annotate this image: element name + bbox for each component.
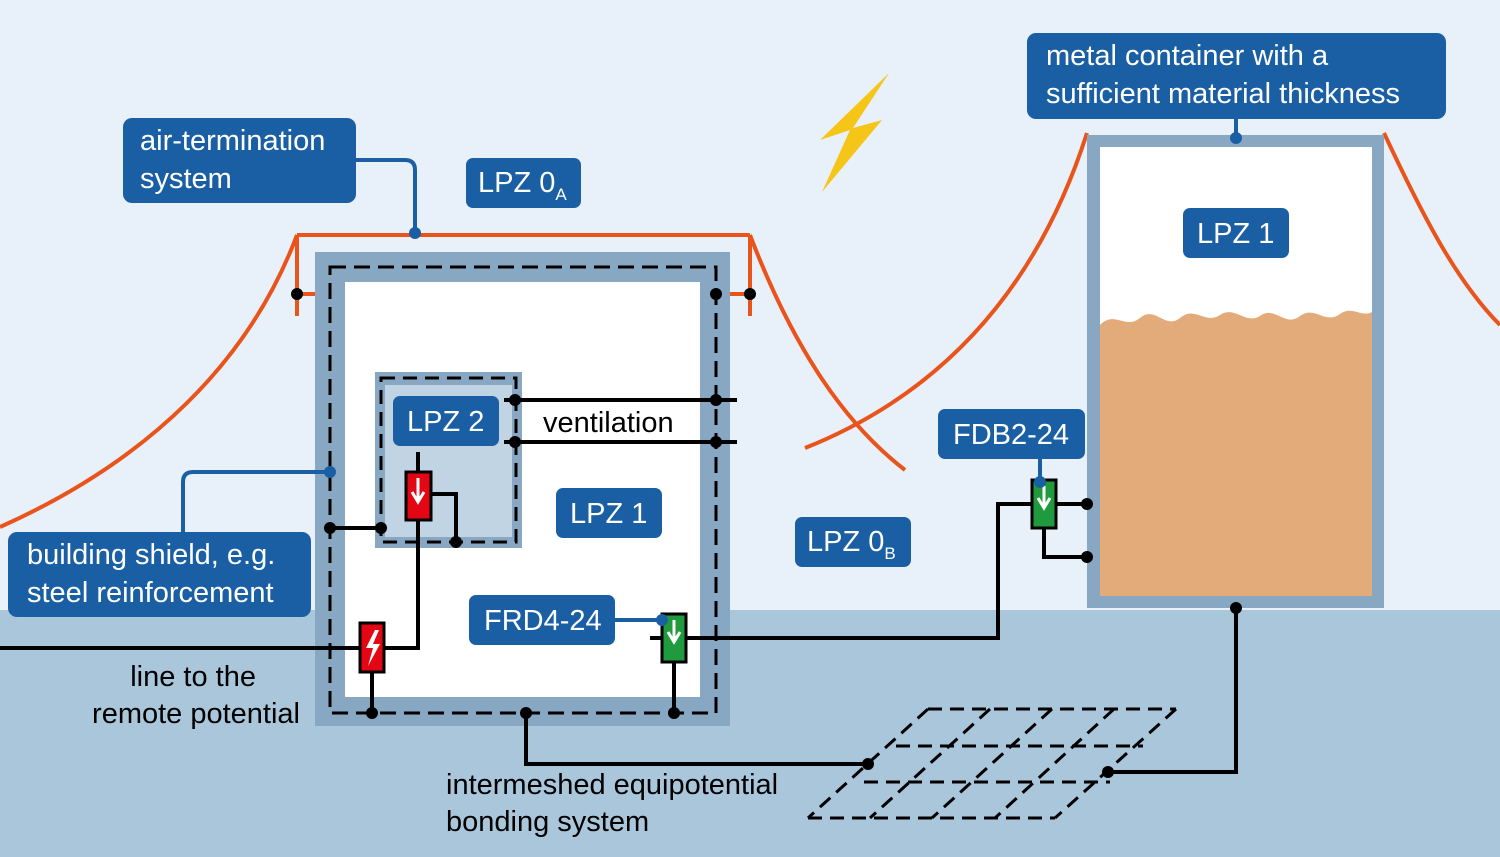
surge-protector-arrow-icon <box>1030 478 1058 530</box>
lpz0b-label: LPZ 0B <box>795 517 911 567</box>
bonding-label: intermeshed equipotential <box>446 769 778 801</box>
building-shield-dashed <box>328 265 718 715</box>
metal-container-label: metal container with a sufficient materi… <box>1027 33 1446 119</box>
lightning-arrester-icon <box>358 621 386 674</box>
svg-text:LPZ 1: LPZ 1 <box>570 498 647 530</box>
lpz1-building-label: LPZ 1 <box>556 488 662 538</box>
svg-text:FRD4-24: FRD4-24 <box>484 605 602 637</box>
label-line: system <box>140 163 232 195</box>
lpz1-container-label: LPZ 1 <box>1183 208 1289 258</box>
ventilation-label: ventilation <box>543 407 674 439</box>
label-line: steel reinforcement <box>27 577 274 609</box>
lightning-bolt-icon <box>820 73 889 192</box>
lpz2-label: LPZ 2 <box>393 396 499 446</box>
svg-text:LPZ 0B: LPZ 0B <box>807 526 896 563</box>
label-line: air-termination <box>140 125 325 157</box>
svg-text:LPZ 0A: LPZ 0A <box>478 167 567 204</box>
equipotential-bonding-grid <box>806 707 1178 820</box>
remote-line-label: line to the <box>130 661 256 693</box>
container-material <box>1100 310 1372 596</box>
svg-text:LPZ 2: LPZ 2 <box>407 406 484 438</box>
fdb-label: FDB2-24 <box>938 409 1085 459</box>
lpz0a-label: LPZ 0A <box>466 158 581 208</box>
label-line: metal container with a <box>1046 40 1329 72</box>
frd-label: FRD4-24 <box>469 595 615 645</box>
lightning-arrester-icon <box>404 470 433 522</box>
ground <box>0 610 1500 857</box>
leader-dots <box>324 132 1242 626</box>
lpz2-dashed <box>379 376 518 544</box>
svg-text:LPZ 1: LPZ 1 <box>1197 218 1274 250</box>
air-termination-lines <box>0 132 1500 529</box>
junction-dots <box>291 288 1242 778</box>
svg-text:FDB2-24: FDB2-24 <box>953 419 1069 451</box>
air-termination-label: air-termination system <box>123 118 356 203</box>
bonding-label: bonding system <box>446 806 649 838</box>
remote-line-label: remote potential <box>92 698 300 730</box>
building-shield-label: building shield, e.g. steel reinforcemen… <box>8 532 311 617</box>
label-line: sufficient material thickness <box>1046 78 1400 110</box>
label-line: building shield, e.g. <box>27 539 275 571</box>
